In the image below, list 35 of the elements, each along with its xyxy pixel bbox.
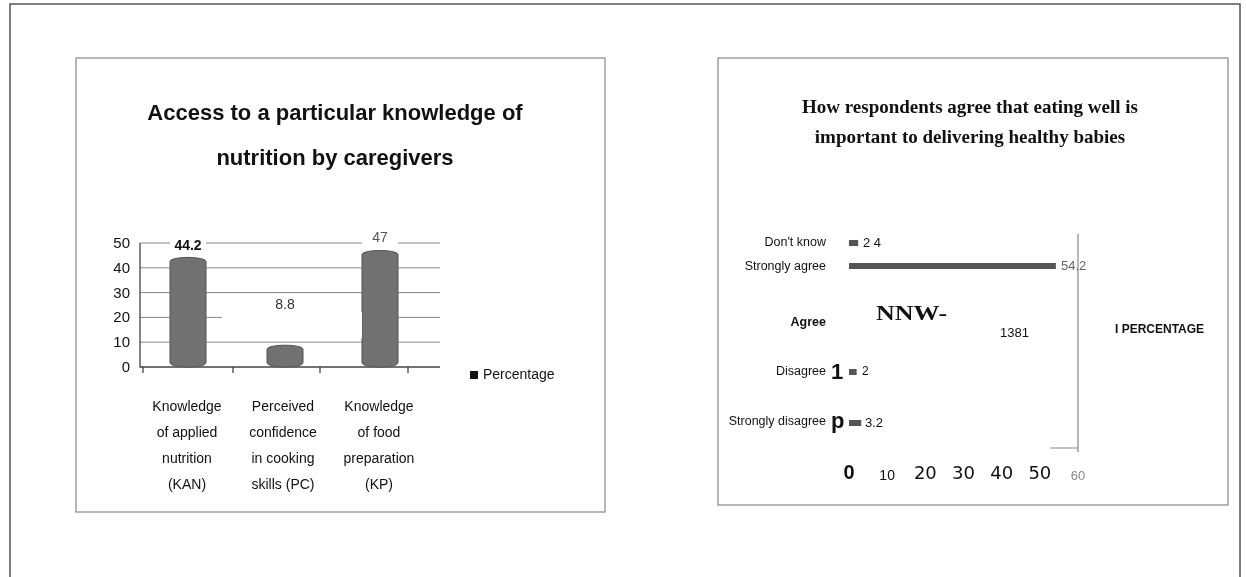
tick-label: 30	[951, 464, 976, 482]
tick-label: 50	[112, 235, 130, 250]
category-label: Knowledge of applied nutrition (KAN)	[151, 397, 223, 494]
data-label: 44.2	[170, 238, 206, 252]
data-label: 3.2	[865, 416, 884, 429]
tick-label: 10	[878, 468, 896, 482]
category-label: Don't know	[763, 236, 826, 249]
tick-label: 0	[842, 462, 856, 482]
tick-label: 60	[1069, 469, 1087, 482]
category-label: Perceived confidence in cooking skills (PC)	[248, 397, 318, 494]
tick-label: 10	[112, 334, 130, 350]
tick-label: 40	[112, 259, 130, 275]
data-label: 1381	[1000, 326, 1029, 339]
glyph-text: p	[831, 410, 845, 432]
chart-title: How respondents agree that eating well is important to delivering healthy babies	[801, 95, 1139, 149]
data-label: 54.2	[1061, 259, 1087, 272]
category-label: Strongly agree	[743, 260, 826, 273]
tick-label: 40	[989, 464, 1015, 482]
tick-label: 20	[912, 464, 938, 482]
category-label: Agree	[789, 316, 826, 329]
data-label: 47	[362, 230, 398, 244]
chart-title: Access to a particular knowledge of nutrition by caregivers	[146, 99, 524, 172]
category-label: Strongly disagree	[727, 415, 826, 428]
tick-label: 0	[120, 359, 130, 374]
tick-label: 50	[1027, 464, 1053, 482]
data-label: 2 4	[863, 236, 882, 249]
data-label: 2	[862, 365, 869, 377]
tick-label: 30	[112, 284, 130, 300]
tick-label: 20	[112, 309, 130, 325]
glyph-text: NNW-	[876, 303, 948, 324]
glyph-text: 1	[831, 361, 844, 383]
category-label: Disagree	[774, 365, 826, 378]
legend-label: Percentage	[483, 367, 555, 381]
legend-label: I PERCENTAGE	[1115, 323, 1205, 335]
category-label: Knowledge of food preparation (KP)	[342, 397, 416, 494]
